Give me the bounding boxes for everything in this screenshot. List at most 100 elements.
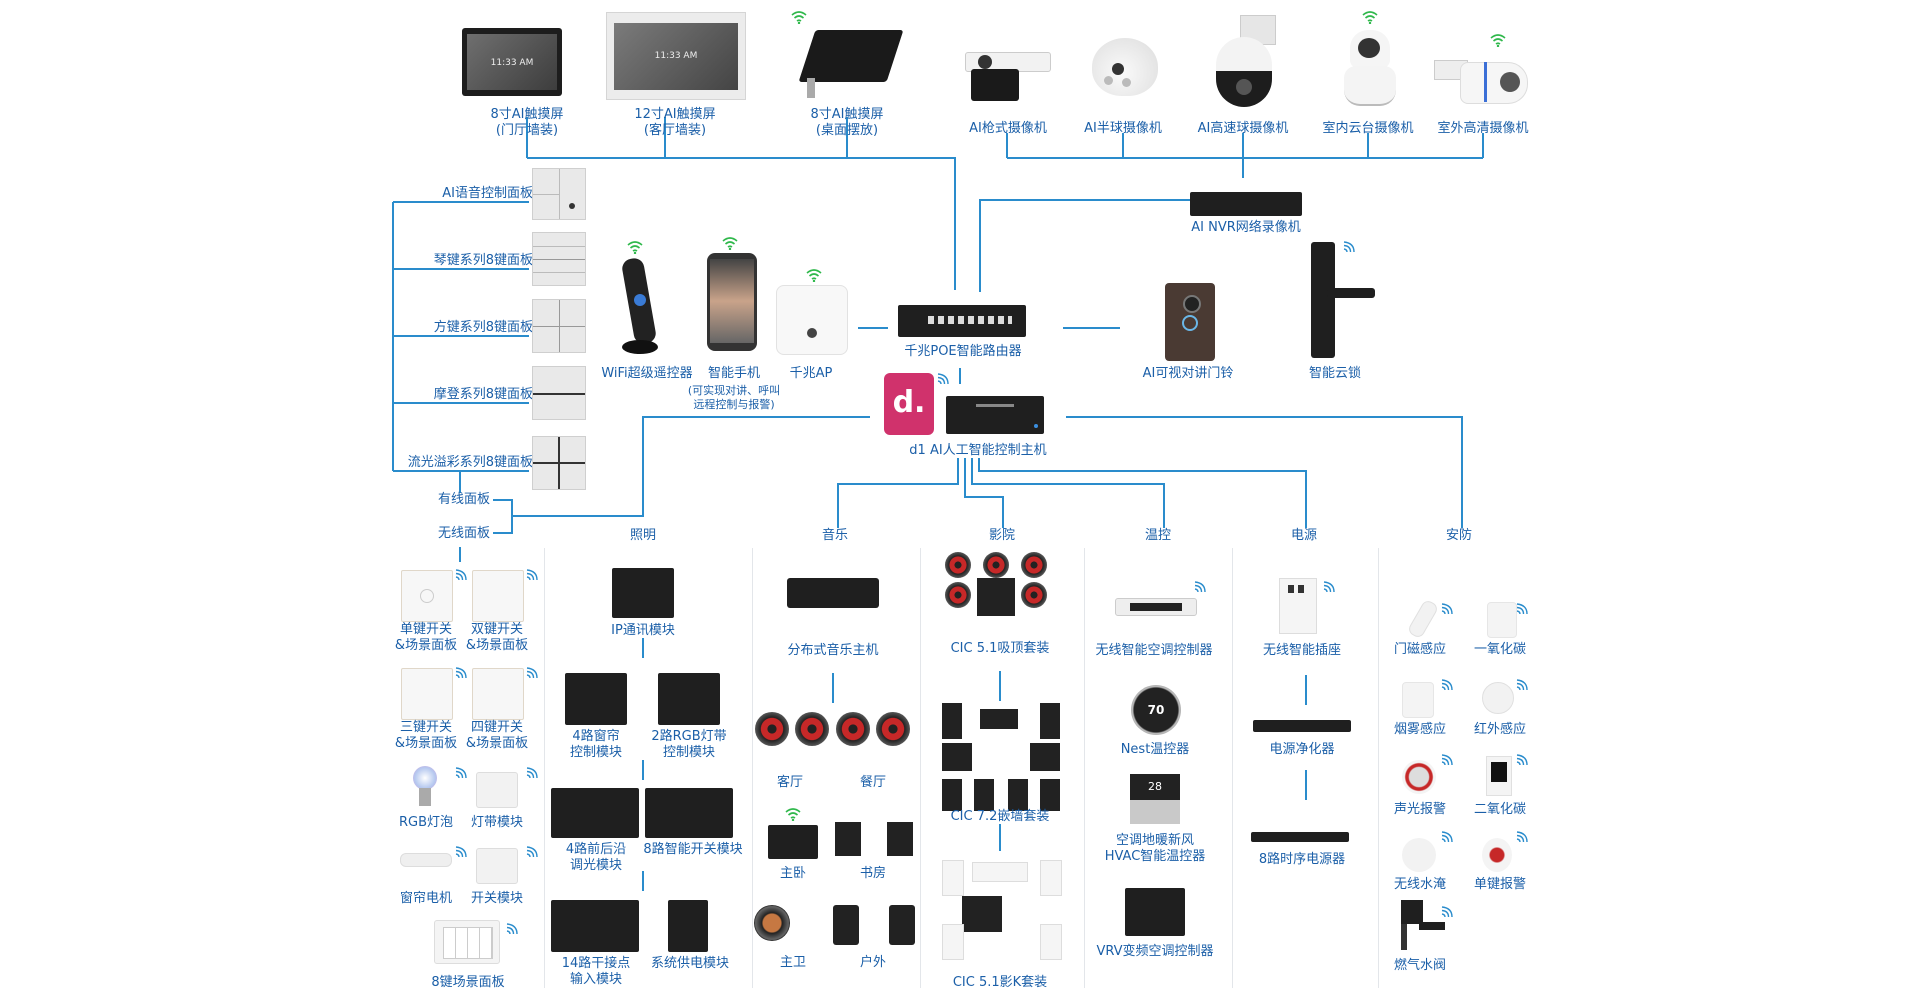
signal-icon (1516, 831, 1528, 843)
wire-cameras (1006, 133, 1484, 178)
square-key-panel-image (532, 299, 586, 353)
access-point-label: 千兆AP (789, 366, 833, 381)
wire-nvr (979, 199, 1190, 292)
wire-panels (392, 201, 529, 493)
signal-icon (455, 569, 467, 581)
touchscreen-12-wall-label: 12寸AI触摸屏(客厅墙装) (634, 107, 716, 138)
bullet-camera-image (965, 47, 1053, 101)
lighting-label: 4路前后沿调光模块 (565, 842, 627, 873)
quad-key-switch-image (472, 668, 524, 720)
wifi-icon (806, 269, 822, 282)
signal-icon (1323, 581, 1335, 593)
outdoor-camera-image (1434, 56, 1530, 106)
ip-module-image (612, 568, 674, 618)
camera-label: AI高速球摄像机 (1197, 121, 1289, 136)
signal-icon (455, 767, 467, 779)
speaker-image (795, 712, 829, 746)
separator (1378, 548, 1379, 988)
wire-music (837, 458, 959, 528)
signal-icon (1441, 754, 1453, 766)
triple-key-switch-image (401, 668, 453, 720)
wire-climate (971, 458, 1165, 528)
power-supply-module-image (668, 900, 708, 952)
smartphone-label: 智能手机 (707, 366, 761, 381)
wifi-remote-label: WiFi超级遥控器 (601, 366, 693, 381)
wifi-icon (627, 241, 643, 254)
category-climate: 温控 (1144, 528, 1172, 543)
smoke-sensor-image (1402, 682, 1434, 718)
wifi-icon (1490, 34, 1506, 47)
nvr-image (1190, 192, 1302, 216)
category-music: 音乐 (821, 528, 849, 543)
touchscreen-8-desk-label: 8寸AI触摸屏(桌面摆放) (810, 107, 884, 138)
lighting-label: IP通讯模块 (611, 623, 675, 638)
speaker-image (755, 712, 789, 746)
separator (920, 548, 921, 988)
video-doorbell-image (1165, 283, 1215, 361)
music-room-label: 户外 (859, 955, 887, 970)
d1-hub-image: d. (884, 373, 934, 435)
category-lighting: 照明 (629, 528, 657, 543)
security-label: 声光报警 (1393, 802, 1447, 817)
climate-label: Nest温控器 (1120, 742, 1190, 757)
wire-cinema (964, 458, 1004, 528)
wireless-panel-label: 四键开关&场景面板 (465, 720, 529, 751)
lighting-label: 8路智能开关模块 (643, 842, 743, 857)
indoor-ptz-camera-image (1344, 30, 1396, 106)
wireless-panel-label: 无线面板 (437, 526, 490, 541)
speed-dome-camera-image (1212, 15, 1278, 107)
switch-module-image (476, 848, 518, 884)
sequencer-image (1251, 832, 1349, 842)
climate-label: 无线智能空调控制器 (1095, 643, 1213, 658)
smartphone-note: (可实现对讲、呼叫远程控制与报警) (687, 384, 781, 411)
wire-wired-wireless (493, 416, 870, 534)
switch8-module-image (645, 788, 733, 838)
signal-icon (1343, 241, 1355, 253)
music-host-label: 分布式音乐主机 (787, 643, 879, 658)
music-room-label: 客厅 (776, 775, 804, 790)
lighting-label: 系统供电模块 (650, 956, 730, 971)
modern-panel-image (532, 366, 586, 420)
category-power: 电源 (1290, 528, 1318, 543)
video-doorbell-label: AI可视对讲门铃 (1142, 366, 1234, 381)
signal-icon (526, 667, 538, 679)
study-speaker-image (835, 822, 861, 856)
separator (544, 548, 545, 988)
music-room-label: 书房 (859, 866, 887, 881)
wire-power (978, 458, 1307, 528)
climate-label: VRV变频空调控制器 (1096, 944, 1214, 959)
signal-icon (1516, 754, 1528, 766)
wired-panel-label: 有线面板 (437, 492, 490, 507)
wireless-ac-controller-image (1115, 598, 1197, 616)
power-conditioner-image (1253, 720, 1351, 732)
wireless-panel-label: RGB灯泡 (398, 815, 454, 830)
hvac-thermostat-image: 28 (1130, 774, 1180, 824)
wireless-panel-label: 开关模块 (470, 891, 524, 906)
wireless-panel-label: 灯带模块 (470, 815, 524, 830)
cic-72-inwall-image (942, 703, 1060, 813)
signal-icon (506, 923, 518, 935)
wifi-icon (722, 237, 738, 250)
outdoor-speaker-image (889, 905, 915, 945)
wifi-icon (1362, 11, 1378, 24)
gas-valve-image (1395, 900, 1445, 950)
single-key-switch-image (401, 570, 453, 622)
camera-label: 室外高清摄像机 (1437, 121, 1529, 136)
8-key-scene-panel-image (434, 920, 500, 964)
security-label: 二氧化碳 (1473, 802, 1527, 817)
dry-contact-module-image (551, 900, 639, 952)
power-label: 8路时序电源器 (1258, 852, 1346, 867)
ai-voice-panel-image (532, 168, 586, 220)
touchscreen-8-wall-image: 11:33 AM (462, 28, 562, 96)
speaker-image (876, 712, 910, 746)
cinema-label: CIC 7.2嵌墙套装 (950, 809, 1050, 824)
co-sensor-image (1487, 602, 1517, 638)
signal-icon (1441, 679, 1453, 691)
wireless-panel-label: 三键开关&场景面板 (394, 720, 458, 751)
panel-label: 方键系列8键面板 (433, 320, 533, 335)
panel-label: 琴键系列8键面板 (433, 253, 533, 268)
vrv-controller-image (1125, 888, 1185, 936)
separator (1232, 548, 1233, 988)
wireless-panel-label: 双键开关&场景面板 (465, 622, 529, 653)
